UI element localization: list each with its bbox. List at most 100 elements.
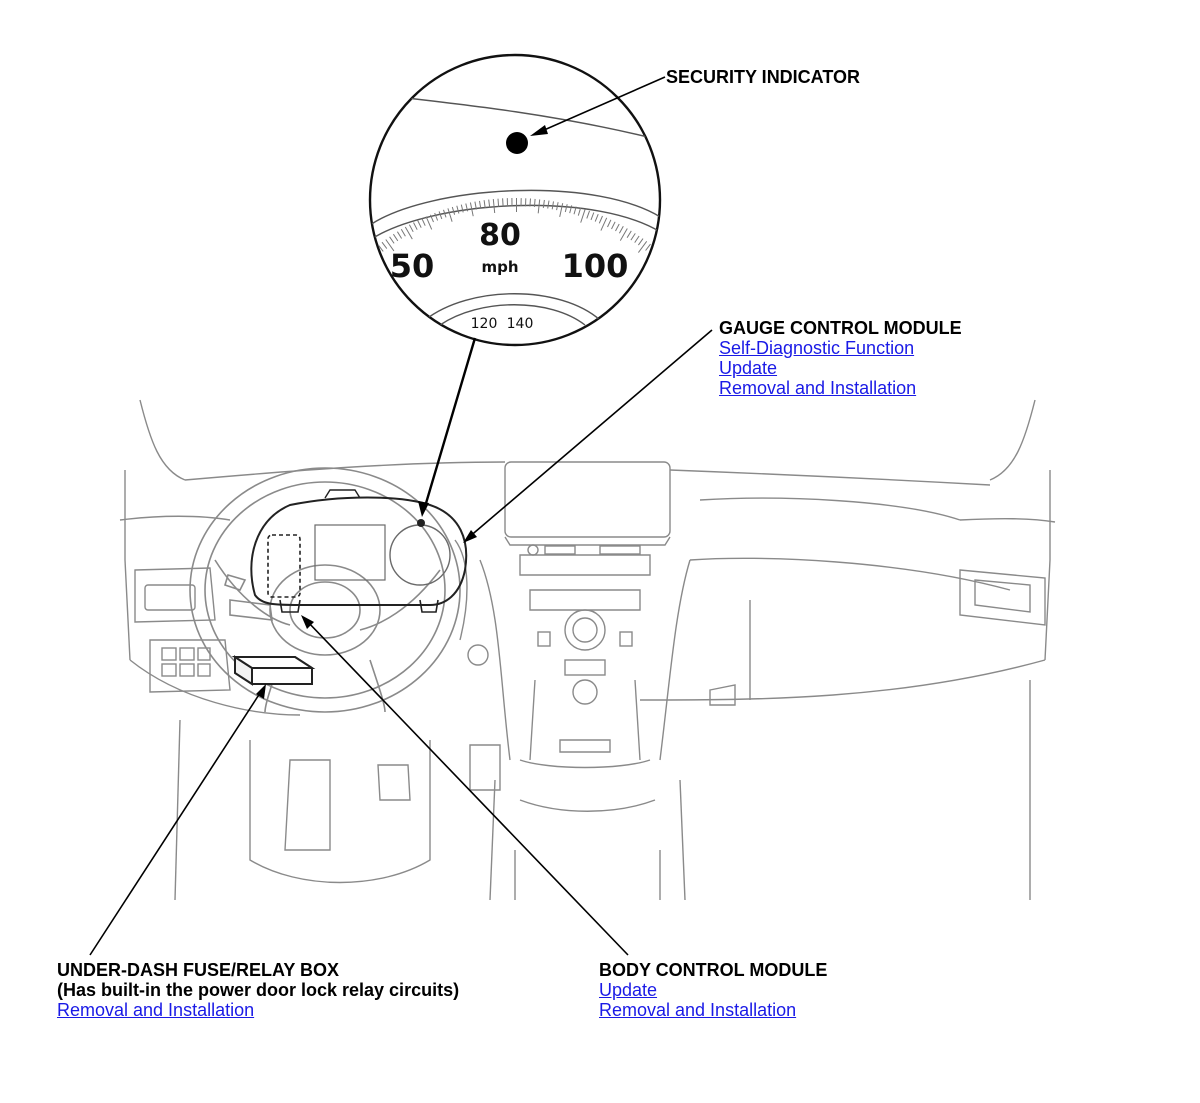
speed-tick xyxy=(488,199,491,208)
speed-tick xyxy=(626,230,632,238)
speed-label-80: 80 xyxy=(479,218,521,253)
speed-tick xyxy=(381,241,388,249)
speed-tick xyxy=(547,200,550,209)
speed-tick xyxy=(469,202,474,217)
bcm-update-link[interactable]: Update xyxy=(599,980,658,1000)
speed-tick xyxy=(634,235,640,243)
speed-tick xyxy=(600,217,608,231)
dashboard-outline xyxy=(119,399,1056,901)
speed-tick xyxy=(447,208,453,222)
gauge-control-module-title: GAUGE CONTROL MODULE xyxy=(719,318,962,338)
under-dash-fuse-box-note: (Has built-in the power door lock relay … xyxy=(57,980,460,1000)
speed-tick xyxy=(429,214,434,223)
small-label-120: 120 xyxy=(471,316,498,332)
speed-tick xyxy=(425,216,433,230)
speed-tick xyxy=(413,222,418,230)
small-label-140: 140 xyxy=(507,316,534,332)
body-control-module-title: BODY CONTROL MODULE xyxy=(599,960,828,980)
speed-tick xyxy=(502,198,504,207)
fuse-box-removal-installation-link[interactable]: Removal and Installation xyxy=(57,1000,255,1020)
arrow-body-control-module xyxy=(301,615,314,629)
speed-tick xyxy=(586,210,590,219)
gauge-self-diagnostic-link[interactable]: Self-Diagnostic Function xyxy=(719,338,915,358)
speed-tick xyxy=(385,239,395,252)
speed-tick xyxy=(577,207,582,216)
speed-tick xyxy=(438,211,443,220)
leader-under-dash-fuse-box xyxy=(89,689,263,956)
speed-tick xyxy=(451,206,456,215)
security-indicator-dot-small xyxy=(417,519,425,527)
callout-body-control-module: BODY CONTROL MODULE Update Removal and I… xyxy=(599,960,827,1020)
speed-tick xyxy=(564,204,568,213)
speed-tick xyxy=(421,218,426,226)
speed-tick xyxy=(551,201,554,210)
speed-tick xyxy=(465,203,469,212)
speed-tick xyxy=(396,231,403,239)
speed-tick xyxy=(637,238,644,246)
callout-security-indicator: SECURITY INDICATOR xyxy=(666,67,860,87)
callout-gauge-control-module: GAUGE CONTROL MODULE Self-Diagnostic Fun… xyxy=(719,318,962,398)
unit-label: mph xyxy=(481,258,518,276)
leader-gauge-control-module xyxy=(467,329,713,539)
speed-tick xyxy=(529,198,531,207)
gauge-inset: 80 50 100 mph 120 140 xyxy=(368,53,662,347)
gauge-update-link[interactable]: Update xyxy=(719,358,778,378)
speed-tick xyxy=(618,225,624,234)
speed-tick xyxy=(400,229,406,237)
speed-tick xyxy=(590,212,595,221)
leader-inset-to-cluster xyxy=(422,337,477,511)
fuse-relay-box xyxy=(231,655,316,686)
speed-tick xyxy=(404,226,413,240)
security-indicator-dot xyxy=(506,132,528,154)
gauge-removal-installation-link[interactable]: Removal and Installation xyxy=(719,378,917,398)
arrow-gauge-control-module xyxy=(463,530,477,543)
speed-tick xyxy=(594,214,599,222)
speed-tick xyxy=(569,205,573,214)
speed-tick xyxy=(580,209,586,223)
speed-tick xyxy=(630,233,636,241)
arrow-security-indicator xyxy=(530,125,548,136)
speed-tick xyxy=(434,212,439,221)
speed-tick xyxy=(559,203,564,218)
arrow-cluster xyxy=(418,501,429,517)
speed-tick xyxy=(474,201,477,210)
speed-tick xyxy=(615,223,620,232)
speed-tick xyxy=(537,199,541,214)
speed-tick xyxy=(645,243,651,251)
speedometer-ticks xyxy=(377,197,651,253)
speed-tick xyxy=(389,236,395,244)
speed-tick xyxy=(556,202,559,211)
speed-tick xyxy=(573,206,577,215)
speed-tick xyxy=(392,233,399,242)
speed-tick xyxy=(443,209,447,218)
speed-tick xyxy=(607,219,612,228)
under-dash-fuse-box-title: UNDER-DASH FUSE/RELAY BOX xyxy=(57,960,340,980)
gauge-cluster xyxy=(250,489,468,613)
speed-tick xyxy=(456,205,460,214)
speed-label-50: 50 xyxy=(390,247,435,285)
steering-wheel xyxy=(189,467,461,713)
leader-security-indicator xyxy=(534,76,666,135)
leader-lines xyxy=(89,76,713,956)
speed-label-100: 100 xyxy=(562,247,629,285)
callout-under-dash-fuse-box: UNDER-DASH FUSE/RELAY BOX (Has built-in … xyxy=(57,960,459,1020)
speed-tick xyxy=(492,199,496,214)
speed-tick xyxy=(408,224,414,233)
speed-tick xyxy=(598,215,603,224)
speed-tick xyxy=(479,200,482,209)
arrow-heads xyxy=(256,125,548,699)
speed-tick xyxy=(483,200,486,209)
bcm-removal-installation-link[interactable]: Removal and Installation xyxy=(599,1000,797,1020)
speed-tick xyxy=(533,198,536,207)
speed-tick xyxy=(377,244,384,252)
speed-tick xyxy=(619,228,628,241)
speed-tick xyxy=(637,241,648,253)
speed-tick xyxy=(497,198,500,207)
speed-tick xyxy=(542,199,545,208)
speed-tick xyxy=(460,204,464,213)
leader-body-control-module xyxy=(305,619,629,956)
speed-tick xyxy=(611,221,616,230)
security-indicator-label: SECURITY INDICATOR xyxy=(666,67,861,87)
speed-tick xyxy=(417,220,422,228)
